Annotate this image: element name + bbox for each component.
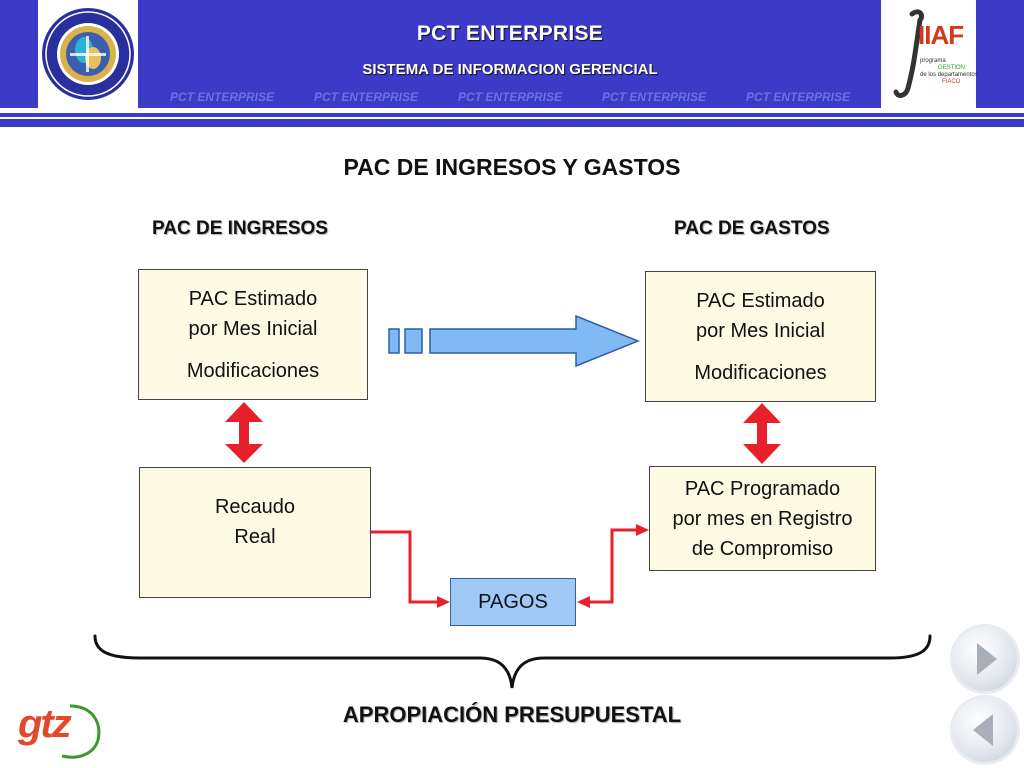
recaudo-to-pagos-connector: [371, 530, 450, 608]
box-line: Real: [234, 526, 276, 548]
box-line: por mes en Registro: [672, 507, 853, 530]
right-double-arrow-icon: [743, 403, 781, 464]
prev-arrow-icon: [973, 714, 993, 746]
box-line: por Mes Inicial: [188, 317, 318, 340]
pagos-to-programado-connector: [577, 524, 649, 608]
right-top-box: PAC Estimado por Mes Inicial Modificacio…: [645, 271, 876, 402]
iiaf-logo-caption-line: GESTION: [938, 65, 966, 71]
header-repeat-label: PCT ENTERPRISE: [313, 90, 418, 104]
header-title: PCT ENTERPRISE: [416, 22, 604, 45]
box-line: de Compromiso: [691, 537, 834, 560]
next-slide-button[interactable]: [953, 627, 1017, 691]
next-arrow-icon: [977, 643, 997, 675]
header-divider-thick: [0, 119, 1024, 127]
box-line: por Mes Inicial: [696, 319, 825, 342]
header-repeat-label: PCT ENTERPRISE: [601, 90, 706, 104]
left-double-arrow-icon: [225, 402, 263, 463]
left-column-heading: PAC DE INGRESOS: [152, 218, 328, 239]
header-repeat-label: PCT ENTERPRISE: [169, 90, 274, 104]
header-repeat-label: PCT ENTERPRISE: [457, 90, 562, 104]
curly-brace-icon: [93, 634, 932, 689]
iiaf-logo-icon: [890, 6, 970, 102]
gtz-logo-text: gtz: [18, 702, 72, 746]
box-line: PAC Estimado: [696, 289, 825, 312]
box-line: PAC Estimado: [188, 287, 318, 310]
pagos-label: PAGOS: [478, 590, 548, 613]
big-right-arrow-icon: [388, 314, 641, 368]
seal-logo-icon: [40, 6, 136, 102]
box-line: Modificaciones: [694, 361, 827, 384]
diagram-title: PAC DE INGRESOS Y GASTOS: [343, 154, 681, 180]
iiaf-logo-caption-line: FIACO: [942, 79, 961, 85]
iiaf-logo-text: IIAF: [918, 20, 964, 50]
header-divider: [0, 113, 1024, 117]
header-subtitle: SISTEMA DE INFORMACION GERENCIAL: [362, 61, 658, 78]
left-top-box: PAC Estimado por Mes Inicial Modificacio…: [138, 269, 368, 400]
box-line: Recaudo: [214, 496, 296, 518]
prev-slide-button[interactable]: [953, 698, 1017, 762]
pagos-box: PAGOS: [450, 578, 576, 626]
box-line: PAC Programado: [684, 477, 841, 500]
iiaf-logo-caption-line: de los departamentos: [920, 72, 978, 78]
bottom-label: APROPIACIÓN PRESUPUESTAL: [342, 702, 682, 727]
right-column-heading: PAC DE GASTOS: [674, 218, 830, 239]
box-line: Modificaciones: [186, 359, 320, 382]
left-bottom-box: Recaudo Real: [139, 467, 371, 598]
iiaf-logo-caption-line: programa: [920, 58, 946, 64]
header-repeat-label: PCT ENTERPRISE: [745, 90, 850, 104]
right-bottom-box: PAC Programado por mes en Registro de Co…: [649, 466, 876, 571]
gtz-logo-icon: [12, 700, 104, 760]
header-repeat-strip: PCT ENTERPRISE PCT ENTERPRISE PCT ENTERP…: [150, 90, 870, 104]
header-banner: [0, 0, 1024, 108]
iiaf-logo-caption: programa GESTION de los departamentos FI…: [920, 58, 978, 86]
